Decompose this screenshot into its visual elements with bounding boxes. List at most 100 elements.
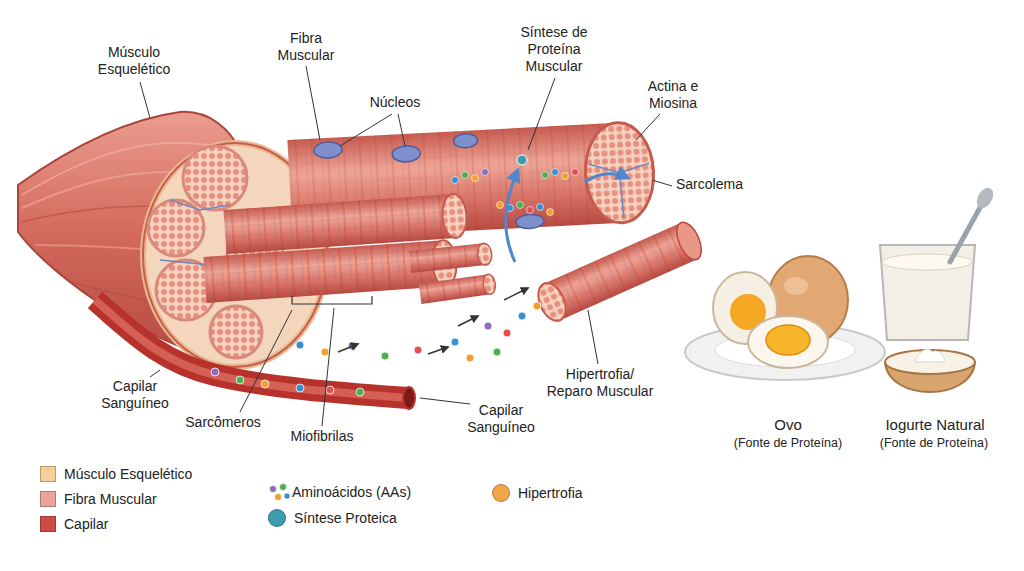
- amino-acid: [321, 348, 329, 356]
- protein-synthesis: [452, 155, 579, 216]
- legend-icon: [275, 494, 282, 501]
- hypertrophy-fiber: [544, 223, 697, 321]
- muscle-fiber: [583, 121, 656, 224]
- legend-icon: [270, 486, 277, 493]
- amino-acid: [211, 302, 541, 396]
- legend-swatch: [40, 466, 56, 482]
- protein-synthesis: [517, 202, 524, 209]
- hypertrophy-fiber: [533, 219, 706, 326]
- amino-acid: [326, 386, 334, 394]
- leader-line: [306, 66, 320, 140]
- leader-line: [140, 66, 672, 426]
- part-label: Síntese de Proteína Muscular: [505, 24, 603, 74]
- myofibril: [419, 274, 497, 304]
- flow-arrow: [428, 347, 448, 354]
- protein-synthesis: [572, 169, 579, 176]
- yogurt: [882, 254, 972, 270]
- amino-acid: [236, 376, 244, 384]
- legend-icon: [270, 484, 291, 501]
- flow-arrow: [458, 316, 478, 326]
- leader-line: [150, 370, 160, 377]
- amino-acid: [211, 368, 219, 376]
- protein-synthesis: [527, 207, 534, 214]
- myofibril: [203, 240, 446, 303]
- leader-line: [420, 398, 470, 404]
- legend-item: Fibra Muscular: [40, 491, 157, 508]
- leader-line: [588, 310, 598, 364]
- leader-line: [322, 308, 334, 426]
- yogurt: [880, 245, 975, 340]
- protein-synthesis: [537, 204, 544, 211]
- amino-acid: [533, 302, 541, 310]
- part-label: Actina e Miosina: [632, 78, 714, 112]
- egg-plate: [748, 316, 828, 368]
- legend-icon-space: [268, 484, 292, 500]
- protein-synthesis: [552, 169, 559, 176]
- legend-swatch: [268, 509, 286, 527]
- leader-line: [398, 114, 405, 146]
- yogurt: [915, 349, 944, 362]
- yogurt: [973, 185, 996, 211]
- amino-acid: [493, 348, 501, 356]
- food-note: (Fonte de Proteína): [866, 436, 1002, 451]
- amino-acid: [296, 341, 304, 349]
- protein-synthesis: [562, 173, 569, 180]
- legend-text: Hipertrofia: [518, 485, 583, 502]
- legend-icon: [280, 484, 287, 491]
- amino-acid: [518, 312, 526, 320]
- part-label: Fibra Muscular: [268, 30, 344, 64]
- legend-swatch: [40, 491, 56, 507]
- yogurt: [950, 204, 982, 262]
- muscle-fiber: [314, 141, 343, 158]
- capillary: [403, 387, 415, 409]
- myofibril: [203, 193, 496, 304]
- egg-plate: [685, 324, 885, 380]
- legend-text: Capilar: [64, 516, 108, 533]
- food-label: Ovo: [740, 416, 836, 434]
- amino-acid: [356, 388, 364, 396]
- yogurt: [880, 185, 997, 392]
- protein-synthesis: [472, 175, 479, 182]
- amino-acid: [451, 338, 459, 346]
- myofibril: [203, 240, 446, 303]
- food-label: Iogurte Natural: [872, 416, 998, 434]
- myofibril: [441, 193, 468, 239]
- muscle-cross-section: [170, 200, 230, 210]
- flow-arrow: [338, 344, 358, 352]
- muscle-fiber: [453, 133, 478, 148]
- leader-line: [340, 114, 392, 146]
- synthesis-arrow: [506, 170, 518, 262]
- legend-item: Síntese Proteica: [268, 509, 397, 527]
- myofibril: [409, 243, 486, 273]
- flow-arrow: [338, 288, 528, 354]
- legend-swatch: [40, 516, 56, 532]
- myofibril: [409, 242, 493, 272]
- leader-line: [636, 114, 660, 140]
- protein-synthesis: [517, 155, 527, 165]
- amino-acid: [466, 354, 474, 362]
- hypertrophy-fiber: [672, 219, 707, 264]
- part-label: Músculo Esquelético: [88, 44, 180, 78]
- legend-item: Músculo Esquelético: [40, 466, 192, 483]
- legend-text: Aminoácidos (AAs): [292, 484, 411, 501]
- amino-acid: [296, 384, 304, 392]
- amino-acid: [381, 352, 389, 360]
- myofibril: [419, 274, 491, 304]
- legend-item: Capilar: [40, 516, 108, 533]
- leader-line: [528, 78, 555, 150]
- protein-synthesis: [542, 172, 549, 179]
- legend-text: Síntese Proteica: [294, 510, 397, 527]
- muscle-fiber: [589, 161, 652, 219]
- bracket: [292, 296, 372, 304]
- hypertrophy-fiber: [533, 279, 571, 325]
- protein-synthesis: [462, 172, 469, 179]
- legend-swatch: [492, 484, 510, 502]
- flow-arrow: [504, 288, 528, 300]
- part-label: Hipertrofia/ Reparo Muscular: [542, 366, 658, 400]
- protein-synthesis: [452, 177, 459, 184]
- amino-acid: [503, 329, 511, 337]
- yogurt: [885, 350, 975, 374]
